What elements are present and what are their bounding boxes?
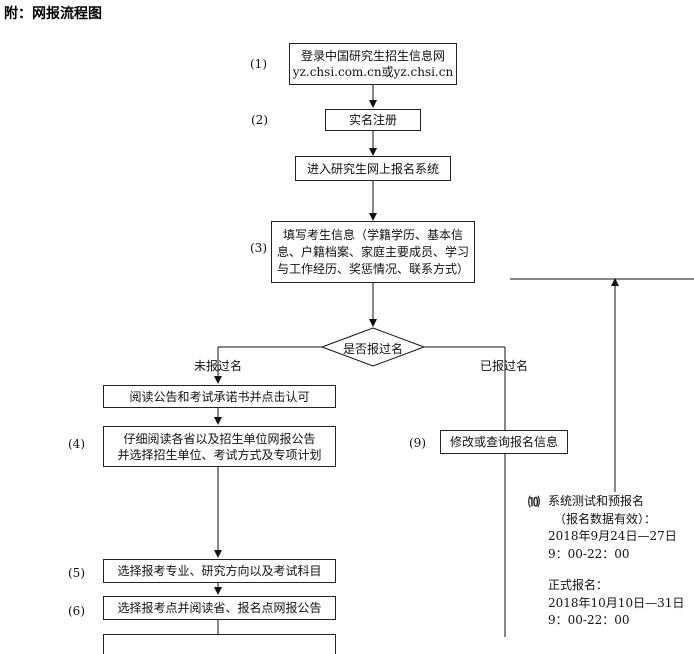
step-label-5: (5)	[68, 566, 85, 580]
enter-system-box: 进入研究生网上报名系统	[295, 156, 451, 181]
decision-label: 是否报过名	[343, 342, 404, 356]
test-line-4: 9：00-22：00	[548, 546, 630, 561]
login-line-1: 登录中国研究生招生信息网	[300, 49, 445, 63]
fill-info-box: 填写考生信息（学籍学历、基本信 息、户籍档案、家庭主要成员、学习 与工作经历、奖…	[271, 221, 475, 283]
login-box: 登录中国研究生招生信息网 yz.chsi.com.cn或yz.chsi.cn	[289, 43, 457, 85]
step-label-6: (6)	[68, 604, 85, 618]
test-line-3: 2018年9月24日—27日	[548, 529, 677, 543]
branch-no-label: 未报过名	[194, 359, 243, 373]
formal-line-3: 9：00-22：00	[548, 613, 630, 627]
decision-diamond	[320, 327, 426, 367]
next-step-box-partial	[103, 634, 336, 654]
read-notice-box: 阅读公告和考试承诺书并点击认可	[103, 385, 336, 408]
read-line-1: 仔细阅读各省以及招生单位网报公告	[123, 431, 316, 446]
formal-line-2: 2018年10月10日—31日	[548, 595, 685, 610]
fill-line-1: 填写考生信息（学籍学历、基本信	[282, 227, 463, 242]
select-major-box: 选择报考专业、研究方向以及考试科目	[103, 559, 336, 583]
fill-line-3: 与工作经历、奖惩情况、联系方式）	[276, 261, 469, 276]
step-label-9: (9)	[409, 436, 426, 450]
modify-info-box: 修改或查询报名信息	[440, 430, 568, 454]
schedule-info: 系统测试和预报名 （报名数据有效）： 2018年9月24日—27日 9：00-2…	[548, 493, 684, 630]
test-line-1: 系统测试和预报名	[548, 494, 645, 508]
page-title: 附：网报流程图	[4, 6, 102, 22]
step-label-10: ⑽	[528, 495, 541, 509]
step-label-1: (1)	[250, 57, 267, 71]
step-label-4: (4)	[68, 437, 85, 451]
realname-box: 实名注册	[325, 109, 421, 131]
test-line-2: （报名数据有效）：	[554, 511, 657, 526]
step-label-2: (2)	[251, 113, 268, 127]
read-announce-box: 仔细阅读各省以及招生单位网报公告 并选择招生单位、考试方式及专项计划	[103, 426, 336, 467]
formal-line-1: 正式报名：	[548, 578, 609, 592]
flow-connectors	[214, 84, 694, 637]
step-label-3: (3)	[250, 241, 267, 255]
fill-line-2: 息、户籍档案、家庭主要成员、学习	[276, 244, 469, 259]
select-site-box: 选择报考点并阅读省、报名点网报公告	[103, 596, 336, 620]
branch-yes-label: 已报过名	[480, 359, 529, 373]
login-line-2: yz.chsi.com.cn或yz.chsi.cn	[292, 65, 454, 79]
read-line-2: 并选择招生单位、考试方式及专项计划	[117, 447, 322, 462]
